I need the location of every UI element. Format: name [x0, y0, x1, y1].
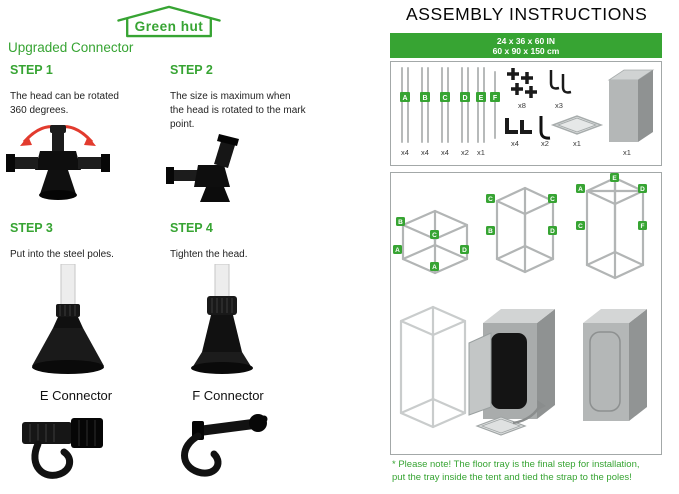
step3-label: STEP 3 [10, 221, 53, 235]
pole-group-a: A x4 [400, 67, 410, 157]
joint-tag: D [550, 228, 555, 235]
joint-tag: C [488, 196, 493, 203]
hook-connector-f-icon [181, 414, 268, 477]
part-qty: x4 [421, 148, 429, 157]
assembly-box: B A C A D C C B D [390, 172, 662, 455]
joint-tag: B [398, 219, 403, 226]
part-qty: x4 [401, 148, 409, 157]
large-hook-icon [539, 116, 551, 140]
joint-tag: C [578, 223, 583, 230]
rotating-connector-icon [6, 125, 110, 200]
note-line2: put the tray inside the tent and tied th… [392, 472, 632, 483]
e-connector-label: E Connector [39, 388, 113, 403]
greenhut-logo: Green hut [110, 4, 228, 44]
large-hook-qty: x2 [541, 139, 549, 148]
assembly-stage-5 [468, 309, 555, 436]
joint-tag: C [432, 232, 437, 239]
assembly-diagram: B A C A D C C B D [393, 173, 647, 436]
pole-group-f: F [490, 71, 500, 139]
part-label: A [402, 95, 407, 102]
tent-body-icon [607, 69, 655, 142]
note-line1: * Please note! The floor tray is the fin… [392, 459, 640, 470]
assembly-stage-6 [583, 309, 647, 421]
step1-label: STEP 1 [10, 63, 53, 77]
step2-text: The size is maximum when the head is rot… [170, 91, 306, 130]
pole-group-b: B x4 [420, 67, 430, 157]
elbow-qty: x4 [511, 139, 519, 148]
elbow-icons [505, 118, 532, 134]
tray-into-tent-icon [475, 416, 527, 436]
parts-diagram: A x4 B x4 C x4 D x2 [400, 67, 655, 157]
step2-illustration [166, 132, 258, 209]
stage2-joint-labels: C C B D [486, 194, 557, 235]
f-connector-label: F Connector [192, 388, 264, 403]
assembly-stage-3 [585, 176, 645, 280]
logo-house-icon: Green hut [117, 5, 221, 38]
assembly-stage-4 [399, 305, 467, 429]
step4-text: Tighten the head. [170, 249, 248, 260]
tent-qty: x1 [623, 148, 631, 157]
joint-tag: C [550, 196, 555, 203]
hook-connector-e-icon [22, 418, 103, 479]
assembly-title: ASSEMBLY INSTRUCTIONS [406, 4, 648, 24]
size-banner-line1: 24 x 36 x 60 IN [496, 35, 556, 46]
corner-connector-icons [507, 68, 537, 98]
stage1-joint-labels: B A C A D [393, 217, 469, 271]
step3-illustration [20, 263, 116, 385]
step2-label: STEP 2 [170, 63, 213, 77]
stage3-joint-labels: A E D C F [576, 173, 647, 230]
connector-qty: x8 [518, 101, 526, 110]
assembly-stage-2 [495, 186, 555, 274]
joint-tag: D [640, 186, 645, 193]
e-connector-illustration [16, 406, 120, 487]
hook-qty: x3 [555, 101, 563, 110]
joint-tag: A [395, 247, 400, 254]
joint-tag: A [578, 186, 583, 193]
tighten-head-icon [191, 263, 253, 374]
joint-tag: D [462, 247, 467, 254]
part-qty: x4 [441, 148, 449, 157]
part-label: C [442, 95, 447, 102]
step1-text: The head can be rotated 360 degrees. [10, 91, 119, 116]
door-outline [589, 331, 621, 412]
step4-illustration [174, 263, 270, 385]
joint-tag: F [641, 223, 645, 230]
assembly-stage-1 [401, 209, 469, 275]
step3-text: Put into the steel poles. [10, 249, 114, 260]
joint-tag: E [612, 175, 617, 182]
pole-insert-icon [32, 263, 104, 374]
f-connector-illustration [168, 406, 272, 487]
part-label: F [493, 95, 498, 102]
part-qty: x2 [461, 148, 469, 157]
floor-tray-icon [550, 115, 604, 135]
joint-tag: A [432, 264, 437, 271]
pole-group-d: D x2 [460, 67, 470, 157]
pole-group-c: C x4 [440, 67, 450, 157]
logo-text: Green hut [135, 19, 204, 34]
joint-tag: B [488, 228, 493, 235]
tray-qty: x1 [573, 139, 581, 148]
step4-label: STEP 4 [170, 221, 213, 235]
parts-box: A x4 B x4 C x4 D x2 [390, 61, 662, 166]
part-qty: x1 [477, 148, 485, 157]
angled-connector-icon [166, 134, 239, 202]
part-label: B [422, 95, 427, 102]
part-label: E [479, 95, 484, 102]
size-banner-line2: 60 x 90 x 150 cm [492, 46, 560, 56]
step1-illustration [6, 112, 110, 209]
hook-icons [549, 70, 572, 94]
pole-group-e: E x1 [476, 67, 486, 157]
size-banner: 24 x 36 x 60 IN 60 x 90 x 150 cm [390, 33, 662, 58]
left-section-title: Upgraded Connector [8, 40, 134, 55]
part-label: D [462, 95, 467, 102]
